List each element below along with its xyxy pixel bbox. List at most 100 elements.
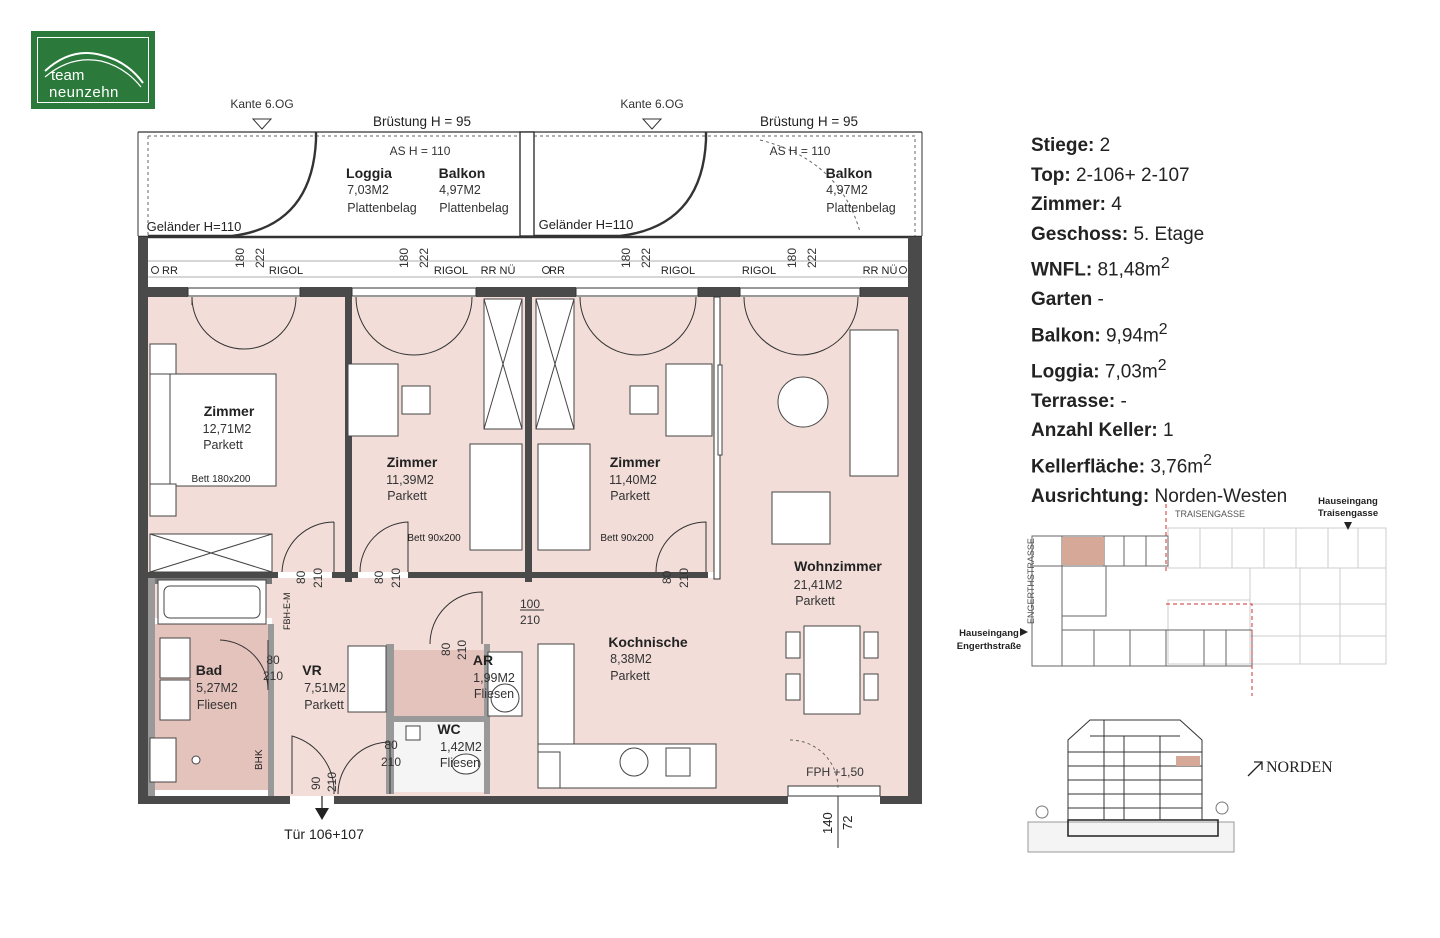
logo-line1: team: [51, 67, 85, 84]
rr-drain-1: [151, 266, 159, 274]
section-building: [1067, 719, 1203, 820]
wall-panel: [717, 364, 723, 456]
dim-180-4: 180: [785, 248, 799, 268]
info-label: Geschoss:: [1031, 223, 1129, 245]
balkon2-area: 4,97M2: [826, 183, 868, 197]
info-label: WNFL:: [1031, 259, 1093, 281]
dim-180-2: 180: [397, 248, 411, 268]
nightstand-2: [149, 483, 177, 517]
info-row-ausrichtung: Ausrichtung: Norden-Westen: [1031, 482, 1287, 512]
dim-100-passage: 100: [520, 597, 540, 611]
balkon2-floor: Plattenbelag: [826, 201, 896, 215]
info-value: -: [1097, 289, 1104, 311]
entrance-label: Tür 106+107: [284, 826, 364, 842]
bruestung-label-1: Brüstung H = 95: [373, 114, 471, 129]
info-label: Balkon:: [1031, 325, 1101, 347]
kitchen-sink-2: [665, 747, 691, 777]
gelaender-label-1: Geländer H=110: [147, 219, 242, 234]
wardrobe-z3-x: [535, 298, 575, 430]
info-label: Top:: [1031, 164, 1071, 186]
info-sup: 2: [1158, 320, 1168, 338]
swing-z1-a: [191, 296, 245, 350]
ar-name: AR: [473, 652, 493, 668]
info-sup: 2: [1160, 255, 1170, 273]
bed-z2: [469, 443, 523, 551]
chair-z3: [629, 385, 659, 415]
dim-80-ar: 80: [439, 642, 453, 656]
wall-top-3: [476, 287, 576, 297]
door-swings: [191, 296, 859, 795]
room-labels: Zimmer 12,71M2 Parkett Bett 180x200 Zimm…: [192, 165, 896, 770]
window-fph: [787, 785, 881, 797]
swing-wohn-a: [743, 296, 803, 356]
zimmer1-area: 12,71M2: [203, 422, 252, 436]
entrance1-arrow-icon: [1344, 522, 1352, 530]
dim-80-wc: 80: [384, 738, 398, 752]
info-row-top: Top: 2-106+ 2-107: [1031, 161, 1287, 191]
vr-floor: Parkett: [304, 698, 344, 712]
kochnische-name: Kochnische: [608, 634, 688, 650]
info-row-geschoss: Geschoss: 5. Etage: [1031, 220, 1287, 250]
entrance1-line2: Traisengasse: [1318, 508, 1378, 519]
balkon1-floor: Plattenbelag: [439, 201, 509, 215]
section-ground: [1027, 821, 1235, 853]
swing-entrance-door: [291, 735, 335, 795]
team-neunzehn-logo: team neunzehn: [31, 31, 155, 109]
kante-label-2: Kante 6.OG: [620, 97, 683, 111]
swing-z2-a: [355, 296, 415, 356]
info-row-garten: Garten -: [1031, 285, 1287, 315]
shower-base: [149, 737, 177, 783]
street-traisengasse: TRAISENGASSE: [1175, 509, 1245, 519]
wall-top-1: [138, 287, 188, 297]
walls: [138, 237, 922, 804]
dim-222-4: 222: [805, 248, 819, 268]
swing-wc-door: [337, 741, 391, 795]
wall-bottom-left: [138, 796, 290, 804]
bathtub-inner: [163, 585, 261, 619]
fridge: [537, 751, 561, 789]
zimmer3-area: 11,40M2: [609, 473, 657, 487]
window-z1: [187, 287, 301, 297]
section-tree-icon-2: [1215, 801, 1229, 815]
zimmer2-floor: Parkett: [387, 489, 427, 503]
rigol-label-4: RIGOL: [742, 265, 776, 277]
north-arrow-head-icon: [1254, 761, 1263, 770]
floor-drain: [191, 755, 201, 765]
wall-z1-z2: [345, 297, 352, 582]
zimmer3-bed: Bett 90x200: [600, 533, 654, 544]
dimension-labels: 180 222 180 222 180 222 180 222 80 210 8…: [233, 248, 855, 848]
wall-z2-z3-bottom: [408, 572, 708, 578]
entrance-arrow-icon: [315, 808, 329, 820]
swing-z3-b: [637, 296, 697, 356]
info-sup: 2: [1157, 356, 1167, 374]
dim-210-passage: 210: [520, 613, 540, 627]
entrance2-arrow-icon: [1020, 628, 1028, 636]
zimmer2-bed: Bett 90x200: [407, 533, 461, 544]
as-label-2: AS H = 110: [770, 144, 831, 158]
as-label-1: AS H = 110: [390, 144, 451, 158]
info-value: 7,03m: [1104, 361, 1158, 383]
wall-bath-right: [268, 624, 274, 796]
info-row-zimmer: Zimmer: 4: [1031, 190, 1287, 220]
zimmer2-area: 11,39M2: [386, 473, 434, 487]
balkon1-name: Balkon: [439, 165, 486, 181]
wall-z1-bottom-b: [332, 572, 358, 578]
balkon1-area: 4,97M2: [439, 183, 481, 197]
sink-2: [159, 679, 191, 721]
logo-line2: neunzehn: [49, 84, 119, 101]
fbh-label: FBH-E-M: [282, 593, 292, 631]
dim-222-3: 222: [639, 248, 653, 268]
bad-name: Bad: [196, 662, 222, 678]
zimmer2-name: Zimmer: [387, 454, 438, 470]
dim-222-1: 222: [253, 248, 267, 268]
desk-z3: [665, 363, 713, 437]
coffee-table: [777, 376, 829, 428]
sofa: [849, 329, 899, 477]
zimmer1-bed: Bett 180x200: [192, 474, 251, 485]
north-label: NORDEN: [1266, 759, 1333, 776]
wardrobe-z2-x: [483, 298, 523, 430]
info-row-terrasse: Terrasse: -: [1031, 387, 1287, 417]
loggia-floor: Plattenbelag: [347, 201, 417, 215]
wardrobe-z1-x2: [149, 533, 273, 573]
info-value: -: [1120, 390, 1127, 412]
